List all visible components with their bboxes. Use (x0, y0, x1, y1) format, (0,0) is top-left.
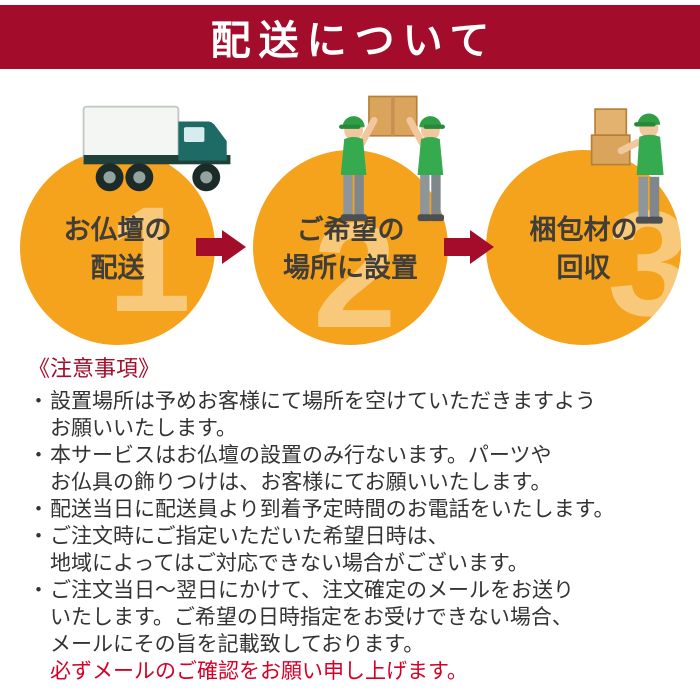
step-label: お仏壇の 配送 (20, 212, 215, 288)
note-text: 配送当日に配送員より到着予定時間のお電話をいたします。 (50, 496, 614, 523)
arrow-bar (196, 238, 222, 256)
note-bullet: ・ (28, 390, 49, 413)
note-bullet: ・ (28, 498, 49, 521)
step-number: 2 (313, 191, 397, 345)
arrow-head (470, 230, 494, 264)
note-item: ・ 配送当日に配送員より到着予定時間のお電話をいたします。 (28, 496, 690, 523)
note-line: 配送当日に配送員より到着予定時間のお電話をいたします。 (50, 498, 615, 521)
notes-section: 《注意事項》 ・ 設置場所は予めお客様にて場所を空けていただきますよう お願いい… (28, 351, 690, 685)
step-label-line: 配送 (90, 252, 145, 283)
note-item: ・ 設置場所は予めお客様にて場所を空けていただきますよう お願いいたします。 (28, 388, 690, 442)
step-circle-collection: 3 梱包材の 回収 (486, 150, 681, 345)
note-bullet: ・ (28, 579, 49, 602)
worker-carrying-boxes-icon (588, 97, 688, 239)
step-label: ご希望の 場所に設置 (253, 212, 448, 288)
arrow-head (222, 230, 246, 264)
step-label-line: 回収 (556, 252, 611, 283)
delivery-truck-icon (78, 101, 236, 201)
note-line: いたします。ご希望の日時指定をお受けできない場合、 (50, 606, 573, 629)
step-number: 1 (107, 175, 191, 343)
note-line: 設置場所は予めお客様にて場所を空けていただきますよう (50, 390, 596, 413)
step-label-line: 場所に設置 (283, 252, 418, 283)
arrow-bar (444, 238, 470, 256)
note-bullet: ・ (28, 525, 49, 548)
step-label: 梱包材の 回収 (486, 212, 681, 288)
note-line: お願いいたします。 (50, 417, 237, 440)
note-text: 本サービスはお仏壇の設置のみ行ないます。パーツや お仏具の飾りつけは、お客様にて… (50, 442, 551, 496)
notes-heading: 《注意事項》 (28, 356, 161, 381)
note-item: ・ 本サービスはお仏壇の設置のみ行ないます。パーツや お仏具の飾りつけは、お客様… (28, 442, 690, 496)
step-label-line: 梱包材の (529, 215, 638, 245)
delivery-steps: 1 お仏壇の 配送 2 ご希望の 場所に設置 3 梱包材の 回収 (0, 69, 700, 354)
note-item: ・ ご注文当日〜翌日にかけて、注文確定のメールをお送り いたします。ご希望の日時… (28, 577, 690, 658)
note-line: 地域によってはご対応できない場合がございます。 (50, 552, 529, 575)
note-bullet: ・ (28, 444, 49, 467)
two-movers-carrying-box-icon (328, 93, 456, 233)
note-line: メールにその旨を記載致しております。 (50, 633, 425, 656)
note-line: 本サービスはお仏壇の設置のみ行ないます。パーツや (50, 444, 552, 467)
arrow-right-icon (196, 230, 246, 264)
page-title: 配送について (210, 19, 498, 63)
page-header: 配送について (0, 5, 700, 69)
note-text: ご注文時にご指定いただいた希望日時は、 地域によってはご対応できない場合がござい… (50, 523, 529, 577)
note-text: 設置場所は予めお客様にて場所を空けていただきますよう お願いいたします。 (50, 388, 596, 442)
step-label-line: お仏壇の (63, 215, 172, 245)
note-line: ご注文当日〜翌日にかけて、注文確定のメールをお送り (50, 579, 574, 602)
note-text: ご注文当日〜翌日にかけて、注文確定のメールをお送り いたします。ご希望の日時指定… (50, 577, 574, 658)
arrow-right-icon (444, 230, 494, 264)
note-line: お仏具の飾りつけは、お客様にてお願いいたします。 (50, 471, 552, 494)
note-item: ・ ご注文時にご指定いただいた希望日時は、 地域によってはご対応できない場合がご… (28, 523, 690, 577)
note-line: ご注文時にご指定いただいた希望日時は、 (50, 525, 449, 548)
warning-text: 必ずメールのご確認をお願い申し上げます。 (50, 660, 468, 683)
